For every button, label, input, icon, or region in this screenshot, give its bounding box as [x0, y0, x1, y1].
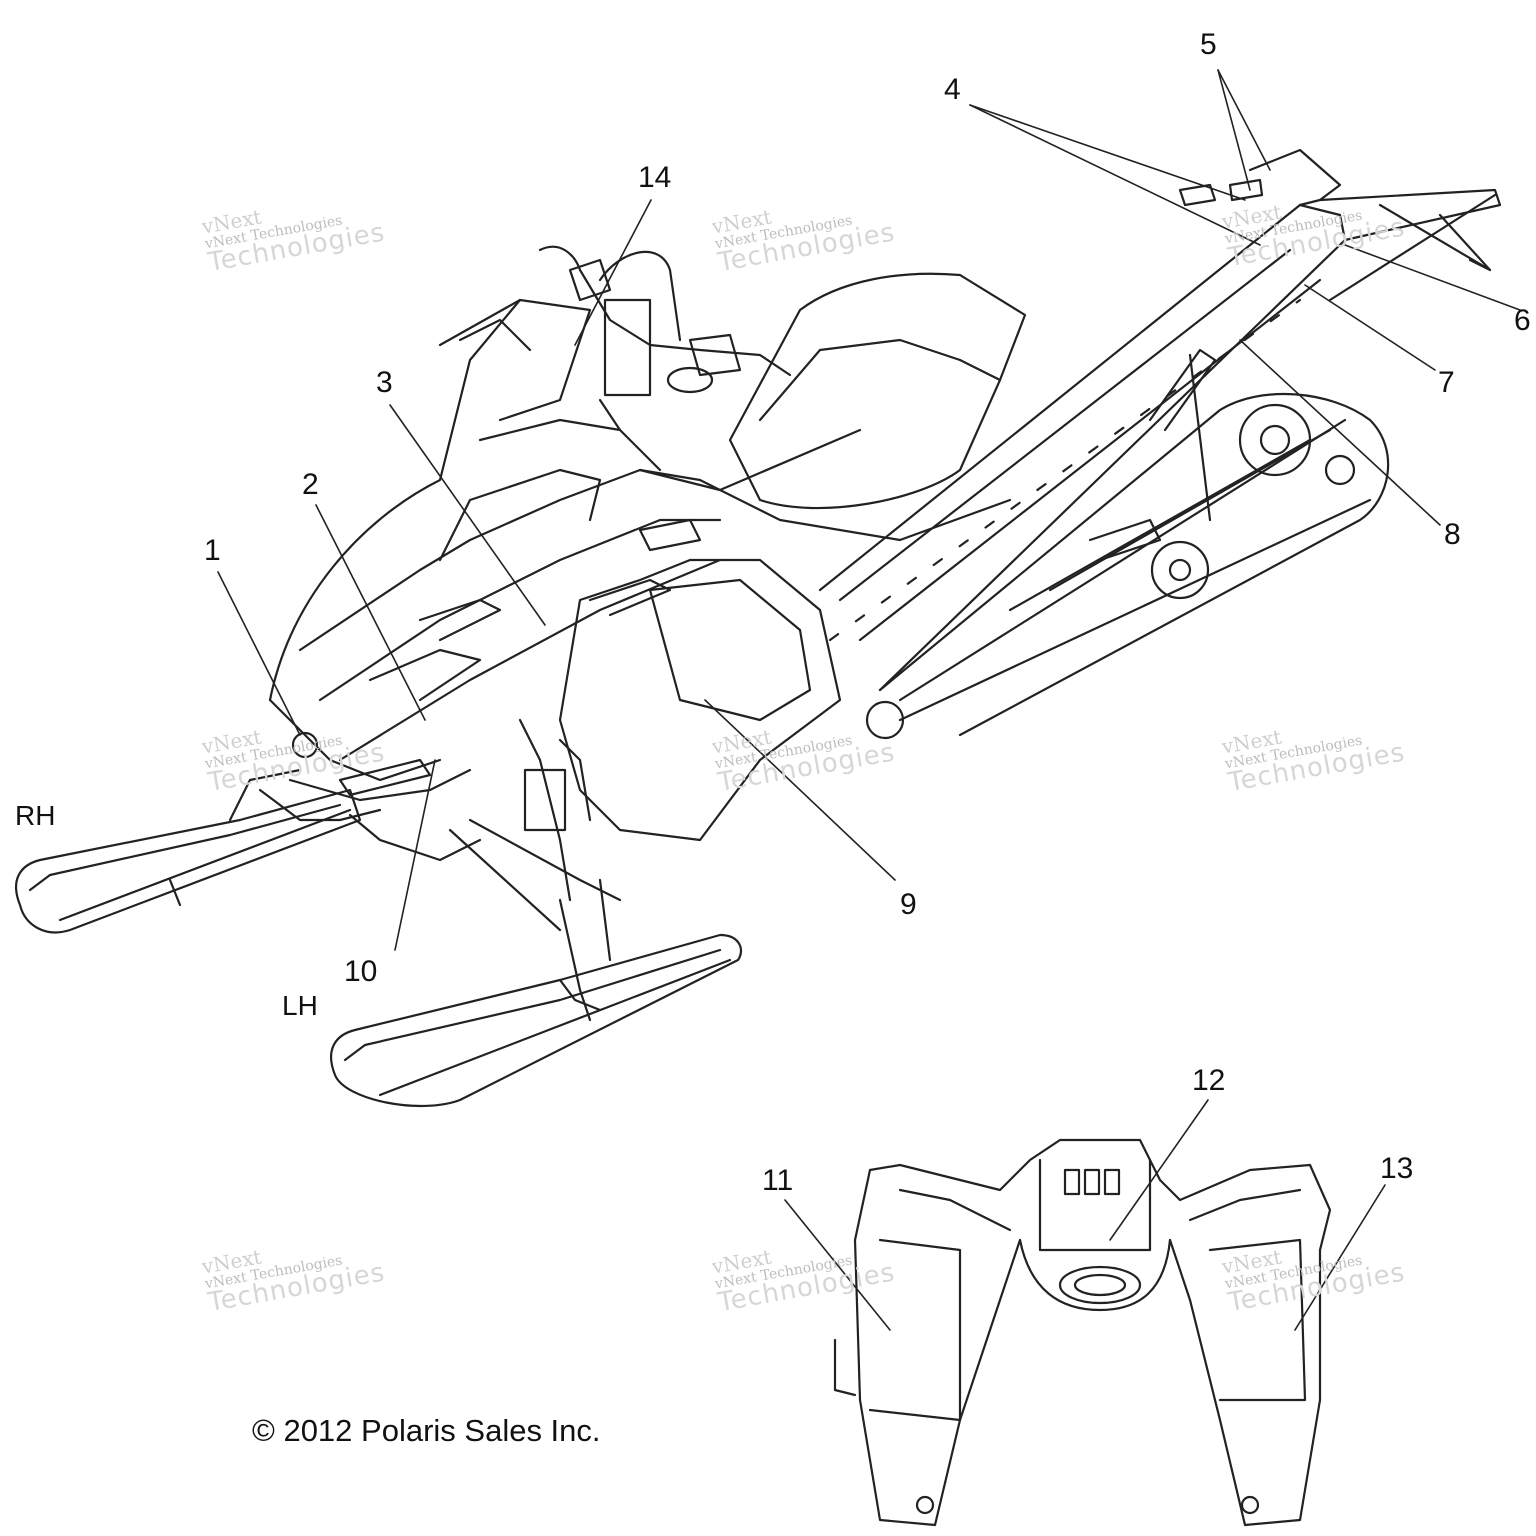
callout-4: 4	[944, 73, 961, 106]
rh-label: RH	[15, 800, 56, 831]
callout-14: 14	[638, 161, 672, 194]
handlebar	[538, 245, 792, 432]
seat	[728, 272, 1027, 510]
callout-8: 8	[1444, 518, 1461, 551]
lh-ski	[330, 933, 743, 1108]
callout-11: 11	[762, 1164, 794, 1197]
callout-13: 13	[1380, 1152, 1414, 1185]
callout-5: 5	[1200, 28, 1217, 61]
leader-lines	[217, 69, 1521, 1331]
callout-3: 3	[376, 366, 393, 399]
callout-6: 6	[1514, 304, 1531, 337]
front-suspension	[448, 718, 622, 1022]
callout-12: 12	[1192, 1064, 1226, 1097]
inset-hood	[833, 1138, 1332, 1527]
hood	[258, 298, 1012, 862]
copyright-text: © 2012 Polaris Sales Inc.	[252, 1413, 601, 1448]
callout-1: 1	[204, 534, 221, 567]
lh-label: LH	[282, 990, 318, 1021]
callout-9: 9	[900, 888, 917, 921]
callout-2: 2	[302, 468, 319, 501]
callout-7: 7	[1438, 366, 1455, 399]
tunnel	[818, 148, 1502, 692]
rh-ski	[15, 768, 362, 934]
track	[865, 348, 1390, 740]
callout-10: 10	[344, 955, 378, 988]
